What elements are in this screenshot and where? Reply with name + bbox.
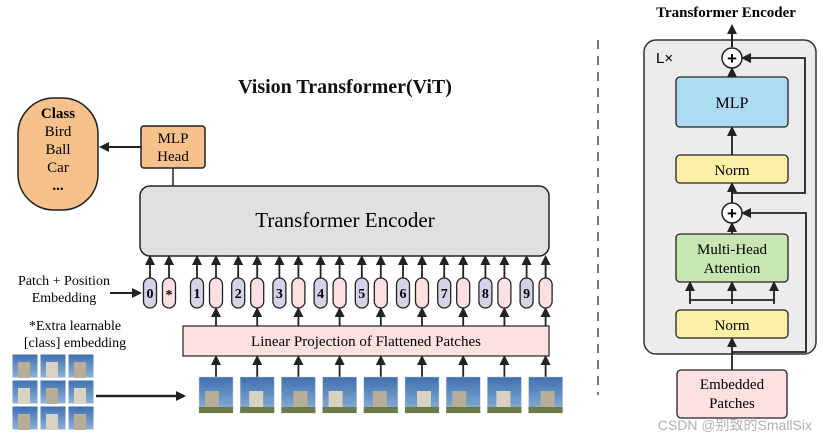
- position-index-label: 7: [441, 287, 448, 302]
- token-embeddings: 0 * 1 2 3 4 5 6 7 8 9: [142, 255, 553, 309]
- grid-patch-detail: [74, 388, 86, 404]
- patch-embedding-capsule: [456, 277, 471, 309]
- position-embedding-capsule: [395, 277, 411, 309]
- grid-patch-detail: [74, 414, 86, 430]
- patch-embedding-capsule: [250, 277, 265, 309]
- patch-embedding-capsule: [208, 277, 224, 309]
- class-heading: Class: [41, 106, 75, 122]
- position-embedding-capsule: [142, 277, 158, 309]
- residual-skip-upper: [731, 53, 806, 203]
- grid-patch-detail: [46, 362, 58, 378]
- position-embedding-capsule: [437, 277, 452, 309]
- position-index-label: 3: [276, 287, 283, 302]
- watermark: CSDN @别致的SmallSix: [658, 417, 812, 433]
- image-patch-detail: [199, 407, 233, 413]
- position-embedding-capsule: [478, 277, 493, 309]
- position-embedding-capsule: [519, 277, 534, 309]
- class-output-box: Class Bird Ball Car ...: [17, 97, 99, 211]
- image-patch-detail: [446, 407, 481, 413]
- grid-patch-detail: [74, 362, 86, 378]
- image-patch-detail: [405, 407, 439, 413]
- image-patch-detail: [281, 407, 316, 413]
- grid-patch-detail: [46, 414, 58, 430]
- plus-symbol: +: [727, 49, 737, 68]
- mlp-label: MLP: [716, 95, 749, 112]
- residual-skip-lower: [732, 208, 807, 353]
- grid-patch-detail: [18, 414, 30, 430]
- patch-position-label: Patch + Position: [18, 274, 110, 289]
- vit-title: Vision Transformer(ViT): [238, 76, 452, 98]
- patch-embedding-capsule: [161, 277, 177, 309]
- position-embedding-capsule: [313, 277, 328, 309]
- repeat-label: L×: [656, 50, 673, 67]
- extra-learnable-label: *Extra learnable: [29, 319, 121, 334]
- class-token-star: *: [166, 288, 173, 303]
- extra-learnable-label: [class] embedding: [24, 336, 126, 351]
- linear-projection-label: Linear Projection of Flattened Patches: [251, 334, 481, 350]
- norm-bottom-label: Norm: [715, 318, 750, 334]
- norm-top-label: Norm: [715, 163, 750, 179]
- plus-symbol: +: [727, 204, 737, 223]
- mlp-head-box: MLP Head: [140, 125, 206, 169]
- embedded-patches-label: Patches: [709, 396, 755, 412]
- attention-label: Attention: [704, 261, 761, 277]
- patch-embedding-capsule: [291, 277, 306, 309]
- position-embedding-capsule: [272, 277, 287, 309]
- position-index-label: 6: [400, 287, 407, 302]
- image-patch-detail: [322, 407, 357, 413]
- encoder-label: Transformer Encoder: [255, 208, 434, 232]
- patch-embedding-capsule: [373, 277, 388, 309]
- position-index-label: 4: [317, 287, 324, 302]
- position-index-label: 9: [523, 287, 530, 302]
- class-item: ...: [52, 178, 64, 194]
- grid-patch-detail: [18, 362, 30, 378]
- mlp-head-label: MLP: [158, 131, 189, 147]
- image-patch-detail: [363, 407, 398, 413]
- position-index-label: 5: [358, 287, 365, 302]
- mlp-head-label: Head: [157, 149, 189, 165]
- position-index-label: 0: [147, 287, 154, 302]
- class-item: Car: [47, 160, 69, 176]
- position-embedding-capsule: [231, 277, 246, 309]
- class-item: Ball: [46, 142, 71, 158]
- patch-embedding-capsule: [497, 277, 512, 309]
- image-patch-detail: [240, 407, 275, 413]
- position-index-label: 1: [194, 287, 201, 302]
- patch-position-label: Embedding: [32, 291, 97, 306]
- grid-patch-detail: [46, 388, 58, 404]
- grid-patch-detail: [18, 388, 30, 404]
- position-index-label: 2: [235, 287, 242, 302]
- embedded-patches-box: [676, 369, 788, 419]
- linear-projection-box: Linear Projection of Flattened Patches: [182, 325, 550, 357]
- patch-embedding-capsule: [414, 277, 430, 309]
- transformer-encoder-box: Transformer Encoder: [139, 185, 550, 257]
- position-index-label: 8: [482, 287, 489, 302]
- image-patch-detail: [487, 407, 522, 413]
- patch-sequence: [198, 307, 563, 414]
- class-item: Bird: [45, 124, 72, 140]
- patch-embedding-capsule: [332, 277, 347, 309]
- patch-embedding-capsule: [538, 277, 553, 309]
- image-patch-detail: [528, 407, 563, 413]
- attention-label: Multi-Head: [697, 242, 767, 258]
- input-image-grid: [11, 353, 95, 431]
- position-embedding-capsule: [354, 277, 369, 309]
- position-embedding-capsule: [189, 277, 205, 309]
- embedded-patches-label: Embedded: [700, 377, 765, 393]
- encoder-block-title: Transformer Encoder: [656, 5, 796, 21]
